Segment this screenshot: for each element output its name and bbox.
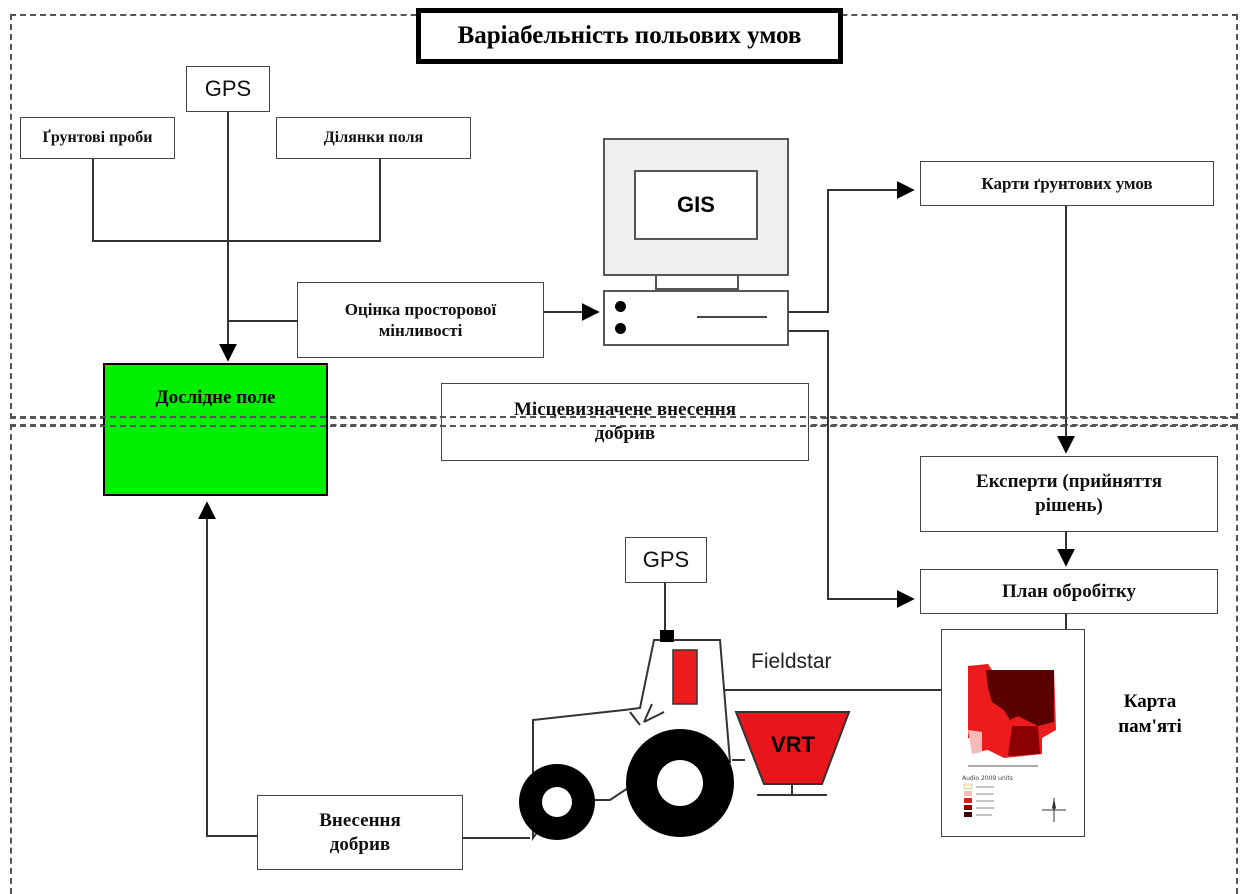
processing-plan-box: План обробітку [920, 569, 1218, 614]
memory-map-graphic: Audio 2009 units [962, 664, 1066, 822]
diagram-title: Варіабельність польових умов [416, 8, 843, 64]
drive-slot [697, 316, 767, 318]
soil-maps-box: Карти ґрунтових умов [920, 161, 1214, 206]
experimental-field-label: Дослідне поле [155, 387, 276, 408]
monitor-stand [655, 276, 739, 290]
site-specific-fertilizing-box: Місцевизначене внесення добрив [441, 383, 809, 461]
power-light-icon [615, 323, 626, 334]
field-plots-box: Ділянки поля [276, 117, 471, 159]
memory-map-label: Карта пам'яті [1118, 691, 1182, 737]
experimental-field-box: Дослідне поле [103, 363, 328, 496]
fertilizing-box: Внесення добрив [257, 795, 463, 870]
monitor-screen: GIS [634, 170, 758, 240]
gis-label: GIS [677, 192, 715, 217]
fieldstar-label: Fieldstar [751, 650, 832, 673]
vrt-label: VRT [771, 732, 815, 757]
gps-box-tractor: GPS [625, 537, 707, 583]
spatial-variability-box: Оцінка просторової мінливості [297, 282, 544, 358]
computer-monitor: GIS [603, 138, 789, 276]
experts-box: Експерти (прийняття рішень) [920, 456, 1218, 532]
memory-map-image: Audio 2009 units [941, 629, 1085, 837]
gps-box-top: GPS [186, 66, 270, 112]
computer-base [603, 290, 789, 346]
soil-samples-box: Ґрунтові проби [20, 117, 175, 159]
svg-text:Audio 2009 units: Audio 2009 units [962, 775, 1013, 782]
drive-light-icon [615, 301, 626, 312]
